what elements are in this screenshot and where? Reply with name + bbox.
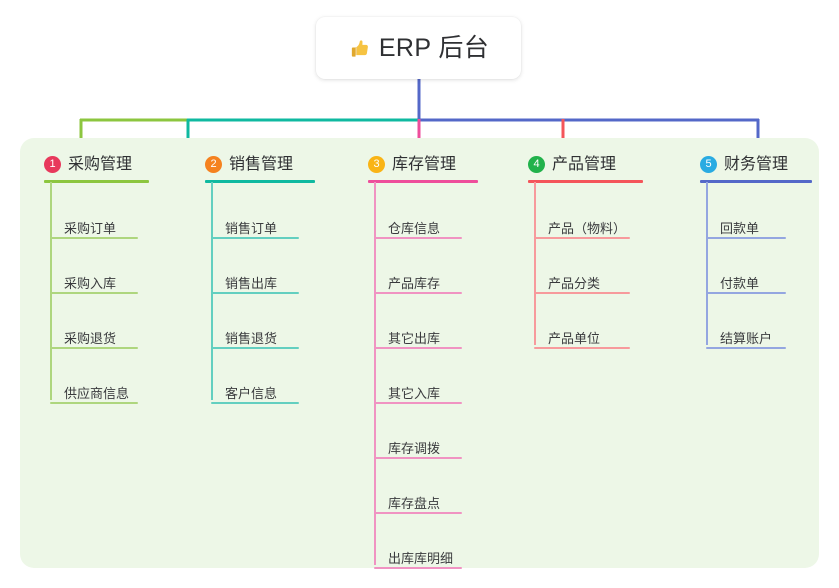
module-item[interactable]: 其它出库 bbox=[388, 331, 441, 346]
module-item[interactable]: 销售订单 bbox=[225, 221, 278, 236]
module-title-3: 库存管理 bbox=[392, 155, 457, 173]
module-title-underline-5 bbox=[700, 180, 812, 183]
module-item-underline bbox=[374, 237, 462, 239]
module-item-underline bbox=[374, 347, 462, 349]
module-spine-5 bbox=[706, 182, 708, 345]
module-badge-3: 3 bbox=[368, 156, 385, 173]
module-item-underline bbox=[50, 237, 138, 239]
module-item[interactable]: 回款单 bbox=[720, 221, 760, 236]
module-title-underline-2 bbox=[205, 180, 315, 183]
modules-panel bbox=[20, 138, 819, 568]
root-node[interactable]: ERP 后台 bbox=[316, 17, 521, 79]
module-item-underline bbox=[211, 402, 299, 404]
thumbs-up-icon bbox=[351, 40, 368, 57]
module-spine-3 bbox=[374, 182, 376, 565]
module-item[interactable]: 出库库明细 bbox=[388, 551, 454, 566]
module-badge-1: 1 bbox=[44, 156, 61, 173]
root-node-content: ERP 后台 bbox=[348, 33, 490, 62]
module-item-underline bbox=[706, 292, 786, 294]
module-item[interactable]: 产品分类 bbox=[548, 276, 601, 291]
module-header-3[interactable]: 3 库存管理 bbox=[368, 156, 456, 173]
module-item[interactable]: 产品（物料） bbox=[548, 221, 627, 236]
module-header-5[interactable]: 5 财务管理 bbox=[700, 156, 788, 173]
module-title-5: 财务管理 bbox=[724, 155, 789, 173]
module-item[interactable]: 库存盘点 bbox=[388, 496, 441, 511]
module-item[interactable]: 产品单位 bbox=[548, 331, 601, 346]
module-item[interactable]: 采购订单 bbox=[64, 221, 117, 236]
module-item[interactable]: 产品库存 bbox=[388, 276, 441, 291]
module-title-underline-1 bbox=[44, 180, 149, 183]
module-spine-2 bbox=[211, 182, 213, 400]
module-item-underline bbox=[50, 292, 138, 294]
module-item-underline bbox=[534, 237, 630, 239]
module-item-underline bbox=[374, 292, 462, 294]
root-node-title: ERP 后台 bbox=[378, 33, 490, 62]
module-item[interactable]: 销售出库 bbox=[225, 276, 278, 291]
module-item-underline bbox=[374, 567, 462, 569]
module-item[interactable]: 供应商信息 bbox=[64, 386, 130, 401]
module-item-underline bbox=[374, 457, 462, 459]
module-item-underline bbox=[706, 237, 786, 239]
module-item-underline bbox=[534, 292, 630, 294]
module-spine-4 bbox=[534, 182, 536, 345]
module-badge-5: 5 bbox=[700, 156, 717, 173]
module-item[interactable]: 库存调拨 bbox=[388, 441, 441, 456]
module-item[interactable]: 结算账户 bbox=[720, 331, 773, 346]
module-title-underline-4 bbox=[528, 180, 643, 183]
module-item[interactable]: 采购退货 bbox=[64, 331, 117, 346]
module-title-underline-3 bbox=[368, 180, 478, 183]
module-header-4[interactable]: 4 产品管理 bbox=[528, 156, 616, 173]
module-header-1[interactable]: 1 采购管理 bbox=[44, 156, 132, 173]
module-item-underline bbox=[211, 237, 299, 239]
module-header-2[interactable]: 2 销售管理 bbox=[205, 156, 293, 173]
module-title-2: 销售管理 bbox=[229, 155, 294, 173]
module-item[interactable]: 采购入库 bbox=[64, 276, 117, 291]
module-item-underline bbox=[374, 402, 462, 404]
module-item-underline bbox=[50, 402, 138, 404]
module-item[interactable]: 仓库信息 bbox=[388, 221, 441, 236]
module-item-underline bbox=[534, 347, 630, 349]
module-item[interactable]: 其它入库 bbox=[388, 386, 441, 401]
module-item-underline bbox=[374, 512, 462, 514]
module-item-underline bbox=[211, 347, 299, 349]
module-title-1: 采购管理 bbox=[68, 155, 133, 173]
module-item-underline bbox=[706, 347, 786, 349]
module-item[interactable]: 销售退货 bbox=[225, 331, 278, 346]
module-item-underline bbox=[50, 347, 138, 349]
module-badge-4: 4 bbox=[528, 156, 545, 173]
module-title-4: 产品管理 bbox=[552, 155, 617, 173]
module-item[interactable]: 付款单 bbox=[720, 276, 760, 291]
module-spine-1 bbox=[50, 182, 52, 400]
module-item[interactable]: 客户信息 bbox=[225, 386, 278, 401]
module-item-underline bbox=[211, 292, 299, 294]
module-badge-2: 2 bbox=[205, 156, 222, 173]
